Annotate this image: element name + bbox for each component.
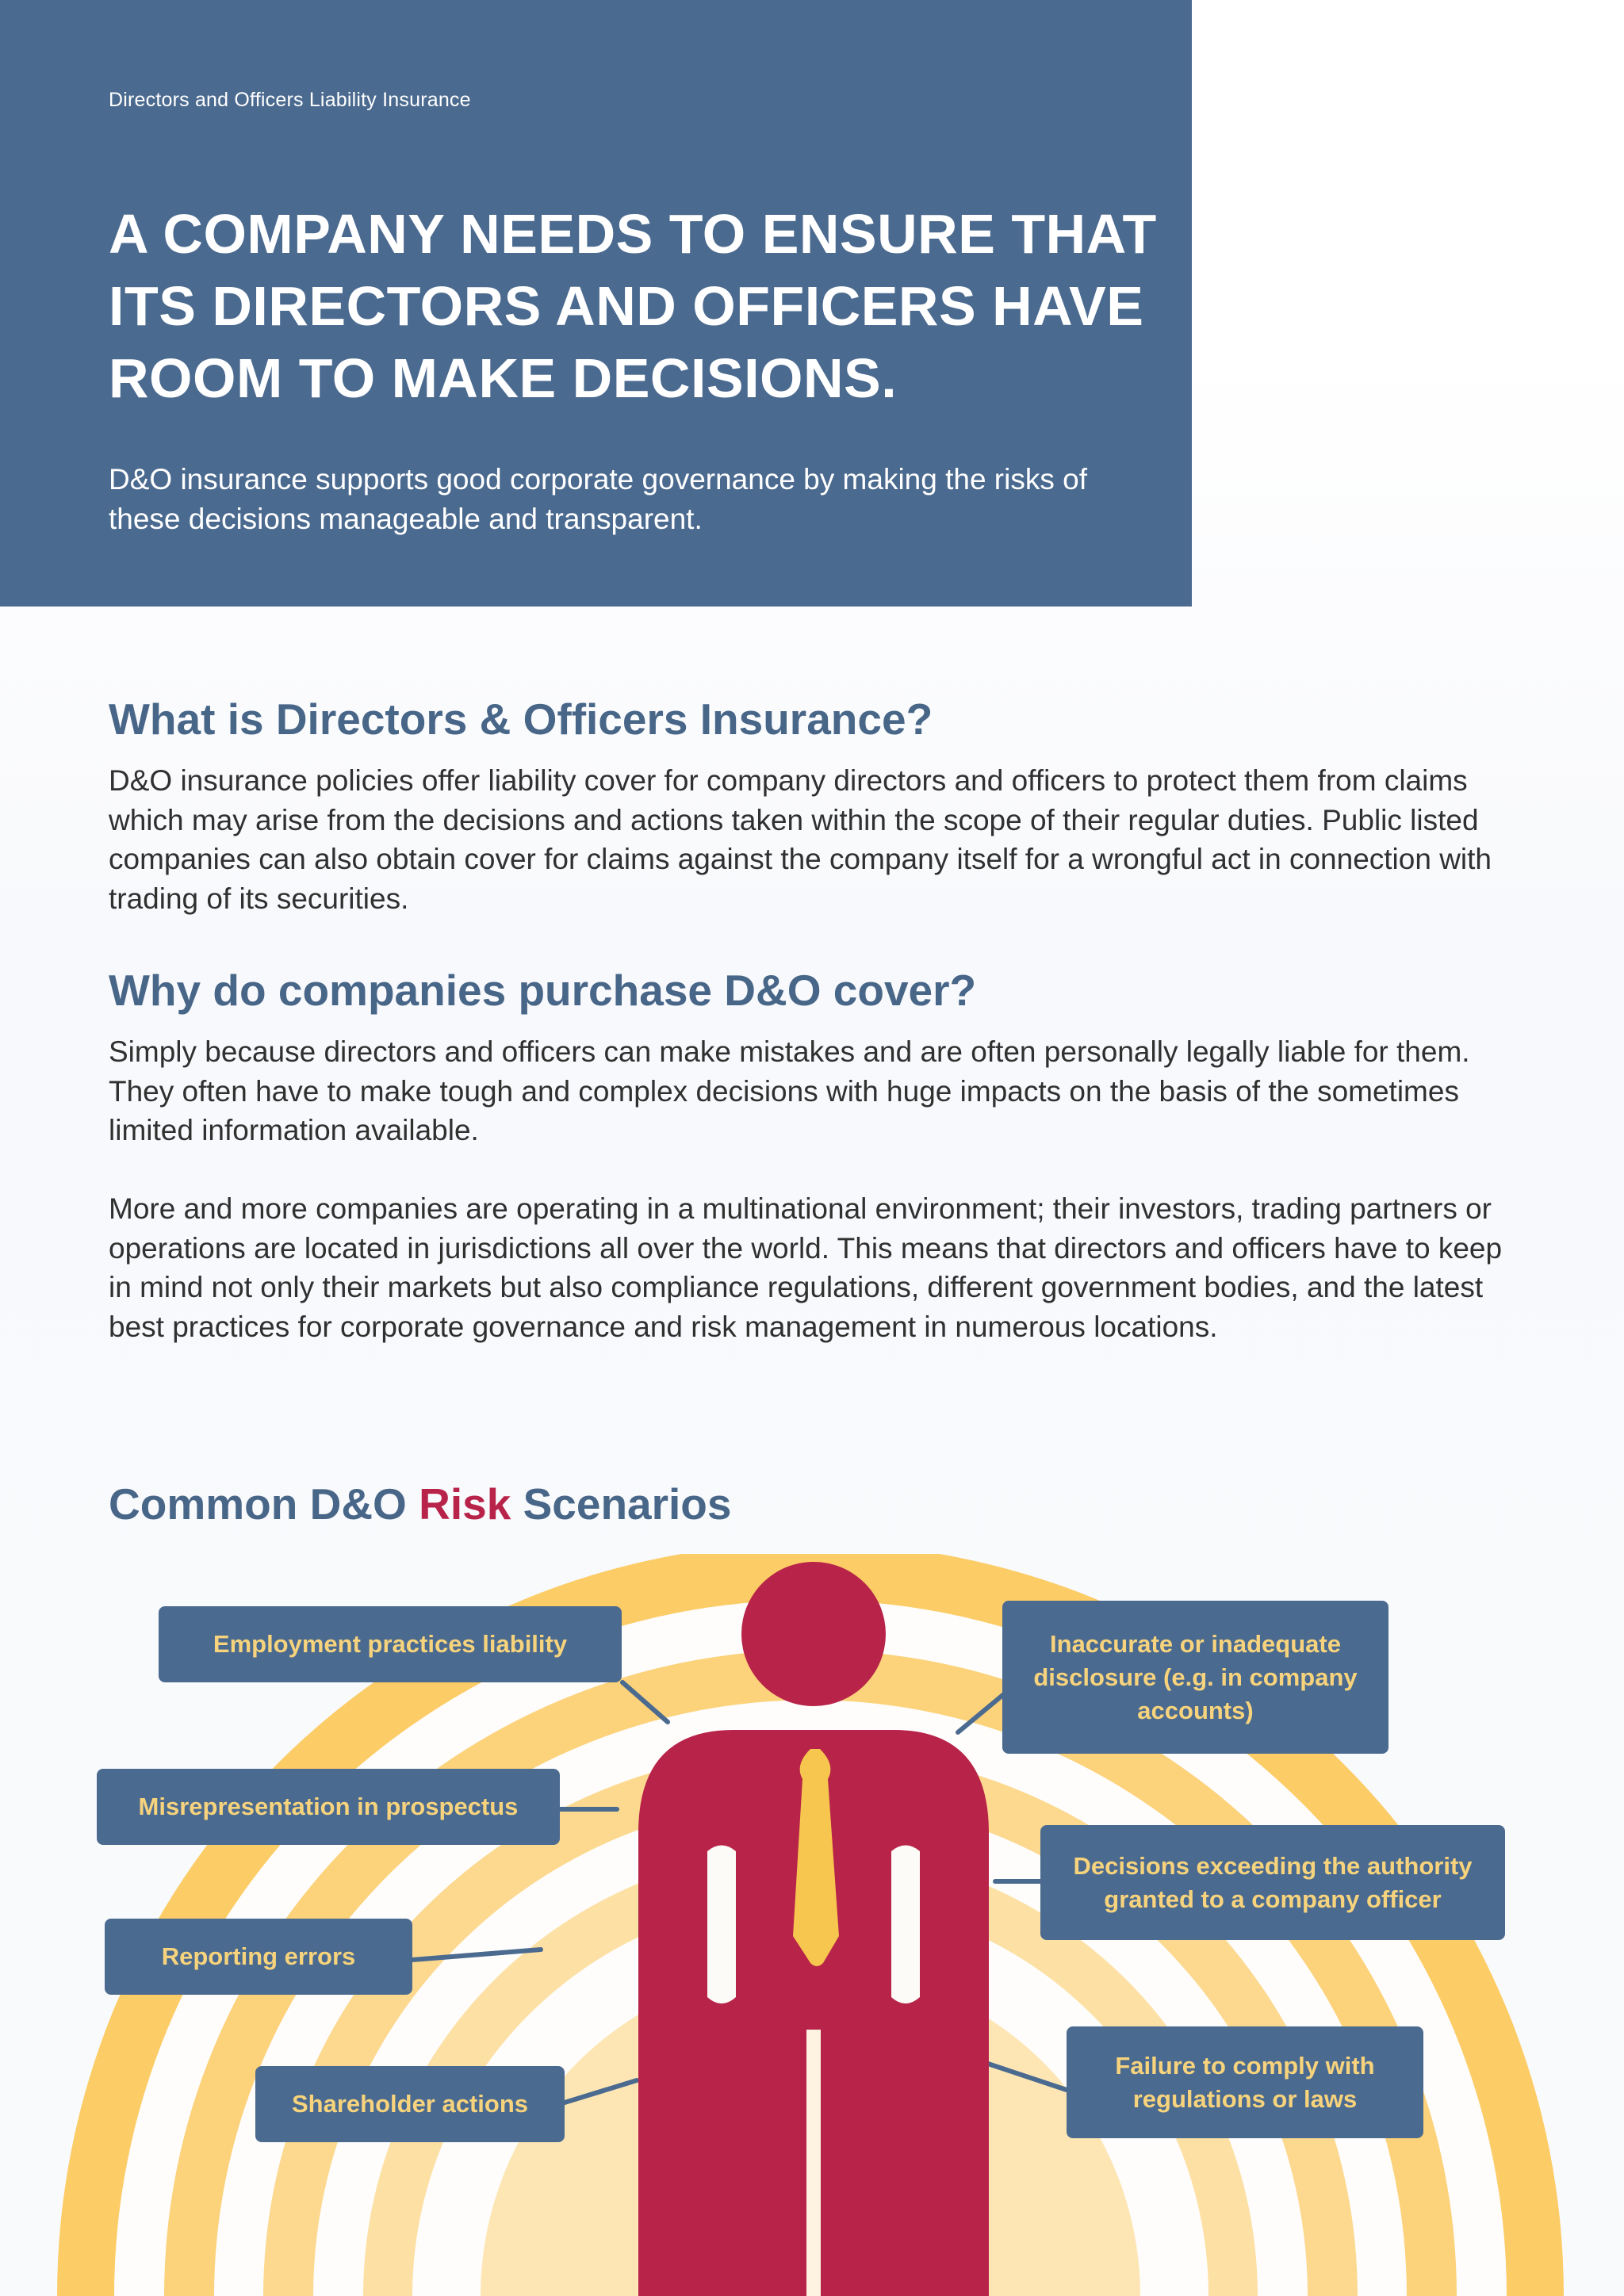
scenario-label-employment: Employment practices liability (159, 1606, 622, 1682)
page-title: A COMPANY NEEDS TO ENSURE THAT ITS DIREC… (109, 203, 1157, 409)
paragraph-what-is: D&O insurance policies offer liability c… (109, 764, 1492, 915)
section-heading-why: Why do companies purchase D&O cover? (109, 966, 977, 1015)
scenarios-heading-end: Scenarios (511, 1479, 732, 1529)
connector-compliance (986, 2061, 1069, 2092)
connector-lines (410, 1680, 1069, 2105)
scenario-label-compliance: Failure to comply with regulations or la… (1067, 2026, 1423, 2138)
scenario-label-disclosure: Inaccurate or inadequate disclosure (e.g… (1002, 1601, 1388, 1754)
scenario-label-reporting-errors: Reporting errors (105, 1919, 412, 1995)
scenarios-heading: Common D&O Risk Scenarios (109, 1479, 732, 1529)
paragraph-why-2: More and more companies are operating in… (109, 1192, 1503, 1343)
connector-disclosure (956, 1691, 1007, 1735)
scenarios-heading-start: Common D&O (109, 1479, 419, 1529)
scenario-label-shareholder-actions: Shareholder actions (255, 2066, 565, 2142)
hero-banner: Directors and Officers Liability Insuran… (0, 0, 1192, 607)
connector-employment (620, 1680, 670, 1724)
scenario-label-misrepresentation: Misrepresentation in prospectus (97, 1769, 560, 1845)
arm-gap-right (891, 1845, 920, 2003)
person-head (741, 1562, 886, 1706)
document-kicker: Directors and Officers Liability Insuran… (109, 89, 471, 111)
section-heading-what-is: What is Directors & Officers Insurance? (109, 695, 933, 744)
tie (793, 1749, 839, 1966)
connector-reporting (410, 1947, 543, 1962)
paragraph-why-1: Simply because directors and officers ca… (109, 1035, 1470, 1146)
connector-shareholder (562, 2078, 639, 2105)
scenarios-heading-risk: Risk (419, 1479, 511, 1529)
scenario-label-authority: Decisions exceeding the authority grante… (1040, 1825, 1505, 1940)
leg-gap (806, 2030, 821, 2296)
hero-lede: D&O insurance supports good corporate go… (109, 463, 1087, 535)
arm-gap-left (707, 1845, 736, 2003)
person-figure (638, 1562, 989, 2296)
